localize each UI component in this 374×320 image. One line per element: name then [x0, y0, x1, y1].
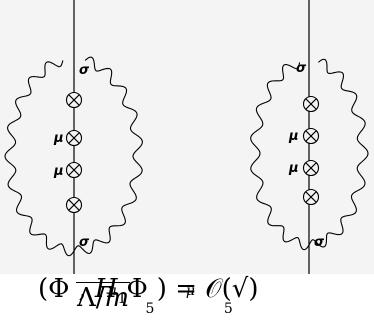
diagram-left: σ μ μ σ	[4, 0, 143, 274]
insertion-vertex	[65, 161, 83, 179]
vertex-label-mu: μ	[288, 161, 299, 176]
insertion-vertex	[65, 129, 83, 147]
vertex-label-sigma-bottom: σ	[79, 235, 90, 250]
vertex-label-sigma-bottom: σ	[314, 235, 325, 250]
insertion-vertex	[302, 188, 320, 206]
vertex-label-mu: μ	[288, 129, 299, 144]
insertion-vertex	[302, 95, 320, 113]
diagram-right: σ μ μ σ	[250, 0, 369, 274]
vertex-label-sigma-top: σ	[296, 61, 307, 76]
photon-loop-left	[4, 56, 143, 257]
insertion-vertex	[302, 159, 320, 177]
insertion-vertex	[302, 127, 320, 145]
vertex-label-mu: μ	[53, 131, 64, 146]
insertion-vertex	[65, 196, 83, 214]
diagrams-svg: σ μ μ σ	[4, 0, 369, 274]
insertion-vertex	[65, 91, 83, 109]
vertex-label-mu: μ	[53, 164, 64, 179]
vertex-label-sigma-top: σ	[79, 63, 90, 78]
photon-loop-right	[250, 58, 369, 251]
